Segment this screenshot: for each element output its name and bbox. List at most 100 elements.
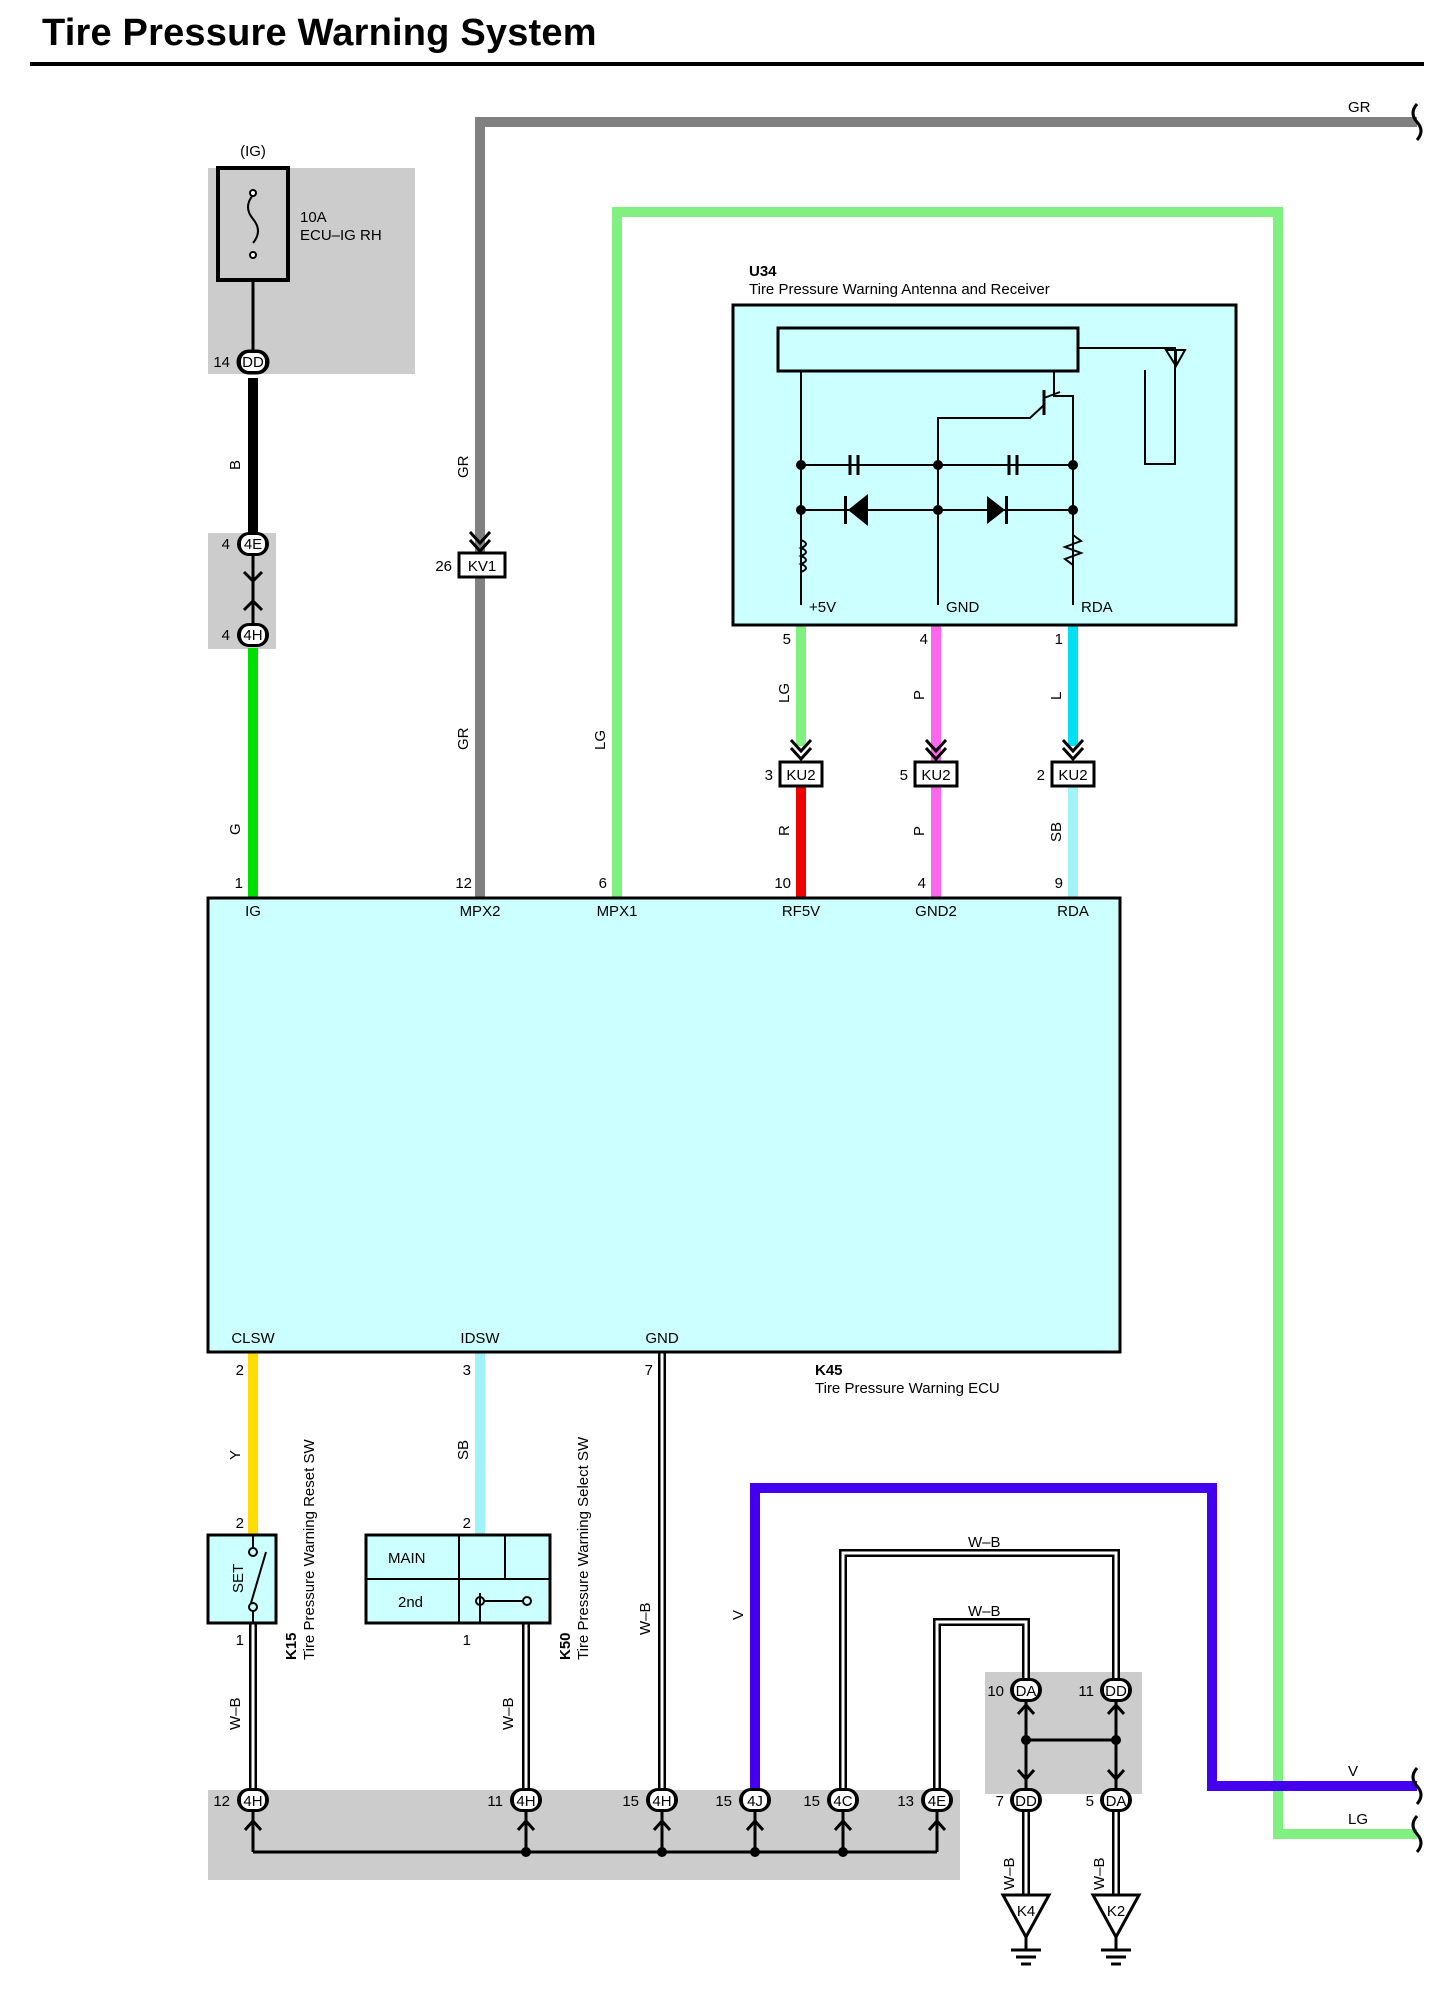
svg-text:4C: 4C: [833, 1793, 852, 1810]
u34-diodes: [796, 460, 1078, 526]
svg-text:4H: 4H: [652, 1793, 671, 1810]
svg-text:4H: 4H: [243, 1793, 262, 1810]
fuse-ig-label: (IG): [240, 143, 266, 160]
wire-breaks: [1411, 103, 1423, 1853]
svg-text:DD: DD: [242, 354, 264, 371]
svg-text:KV1: KV1: [468, 558, 496, 575]
svg-text:KU2: KU2: [921, 767, 950, 784]
svg-text:V: V: [1348, 1763, 1358, 1780]
svg-text:GR: GR: [455, 455, 472, 478]
k45-pin-clsw: CLSW: [231, 1330, 275, 1347]
svg-text:L: L: [1048, 692, 1065, 700]
k45-box: [206, 896, 1122, 1354]
svg-text:P: P: [911, 826, 928, 836]
svg-text:12: 12: [455, 875, 472, 892]
svg-text:4H: 4H: [243, 627, 262, 644]
svg-text:6: 6: [599, 875, 607, 892]
k15-box: [206, 1533, 278, 1625]
u34-pin-5v: +5V: [809, 599, 836, 616]
svg-text:KU2: KU2: [1058, 767, 1087, 784]
svg-text:W–B: W–B: [1091, 1857, 1108, 1890]
svg-text:V: V: [730, 1610, 747, 1620]
svg-text:4: 4: [222, 536, 230, 553]
k15-set-label: SET: [230, 1564, 247, 1593]
svg-text:4E: 4E: [928, 1793, 946, 1810]
svg-text:LG: LG: [592, 730, 609, 750]
svg-text:1: 1: [236, 1632, 244, 1649]
svg-text:1: 1: [463, 1632, 471, 1649]
svg-text:G: G: [227, 823, 244, 835]
svg-text:W–B: W–B: [968, 1534, 1001, 1551]
svg-text:13: 13: [897, 1793, 914, 1810]
fuse-rating: 10A: [300, 209, 327, 226]
k50-row-main: MAIN: [388, 1550, 426, 1567]
wire-wb-group: [249, 1352, 1120, 1895]
svg-text:P: P: [911, 690, 928, 700]
svg-text:LG: LG: [1348, 1811, 1368, 1828]
svg-text:15: 15: [715, 1793, 732, 1810]
k15-name: Tire Pressure Warning Reset SW: [301, 1439, 318, 1660]
svg-text:9: 9: [1055, 875, 1063, 892]
page-title: Tire Pressure Warning System: [42, 12, 597, 54]
k50-name: Tire Pressure Warning Select SW: [575, 1436, 592, 1660]
k50-row-2nd: 2nd: [398, 1594, 423, 1611]
svg-text:DA: DA: [1106, 1793, 1127, 1810]
wire-color-labels: GR V LG B G GR GR LG LG P L R P SB Y SB …: [227, 99, 1371, 1890]
svg-text:W–B: W–B: [637, 1602, 654, 1635]
svg-text:4: 4: [222, 627, 230, 644]
ground-k4-label: K4: [1017, 1903, 1035, 1920]
ground-k2: [1090, 1893, 1142, 1966]
svg-text:7: 7: [645, 1362, 653, 1379]
k45-pin-gnd2: GND2: [915, 903, 957, 920]
svg-text:5: 5: [783, 631, 791, 648]
k45-pin-mpx1: MPX1: [597, 903, 638, 920]
bus-dots: [521, 1847, 848, 1857]
bottom-bus: [251, 1812, 939, 1854]
svg-text:B: B: [227, 460, 244, 470]
k45-pin-mpx2: MPX2: [460, 903, 501, 920]
svg-text:W–B: W–B: [500, 1697, 517, 1730]
k45-id: K45: [815, 1362, 843, 1379]
svg-text:2: 2: [463, 1515, 471, 1532]
svg-text:5: 5: [900, 767, 908, 784]
svg-text:2: 2: [1037, 767, 1045, 784]
svg-text:R: R: [776, 825, 793, 836]
svg-text:5: 5: [1086, 1793, 1094, 1810]
u34-name: Tire Pressure Warning Antenna and Receiv…: [749, 281, 1050, 298]
svg-text:GR: GR: [455, 727, 472, 750]
svg-text:SB: SB: [1048, 822, 1065, 842]
svg-text:7: 7: [996, 1793, 1004, 1810]
wire-gr: [475, 117, 1417, 1100]
svg-text:2: 2: [236, 1515, 244, 1532]
u34-pin-rda: RDA: [1081, 599, 1113, 616]
fuse-symbol: [216, 166, 290, 282]
title-underline: [30, 62, 1424, 66]
svg-text:12: 12: [213, 1793, 230, 1810]
svg-text:3: 3: [463, 1362, 471, 1379]
bottom-connectors: [237, 1788, 953, 1812]
svg-text:LG: LG: [776, 683, 793, 703]
svg-text:4H: 4H: [516, 1793, 535, 1810]
svg-text:4: 4: [920, 631, 928, 648]
svg-text:26: 26: [435, 558, 452, 575]
svg-text:W–B: W–B: [968, 1603, 1001, 1620]
svg-text:2: 2: [236, 1362, 244, 1379]
svg-text:11: 11: [1078, 1683, 1094, 1700]
k50-id: K50: [557, 1632, 574, 1660]
u34-pin-gnd: GND: [946, 599, 980, 616]
svg-text:1: 1: [235, 875, 243, 892]
svg-text:10: 10: [987, 1683, 1004, 1700]
svg-text:10: 10: [774, 875, 791, 892]
svg-text:W–B: W–B: [1001, 1857, 1018, 1890]
svg-text:SB: SB: [455, 1440, 472, 1460]
svg-text:GR: GR: [1348, 99, 1371, 116]
k45-pin-idsw: IDSW: [460, 1330, 500, 1347]
u34-id: U34: [749, 263, 777, 280]
svg-text:4: 4: [918, 875, 926, 892]
k45-name: Tire Pressure Warning ECU: [815, 1380, 1000, 1397]
svg-text:15: 15: [622, 1793, 639, 1810]
svg-text:15: 15: [803, 1793, 820, 1810]
svg-text:14: 14: [213, 354, 230, 371]
svg-text:4E: 4E: [244, 536, 262, 553]
